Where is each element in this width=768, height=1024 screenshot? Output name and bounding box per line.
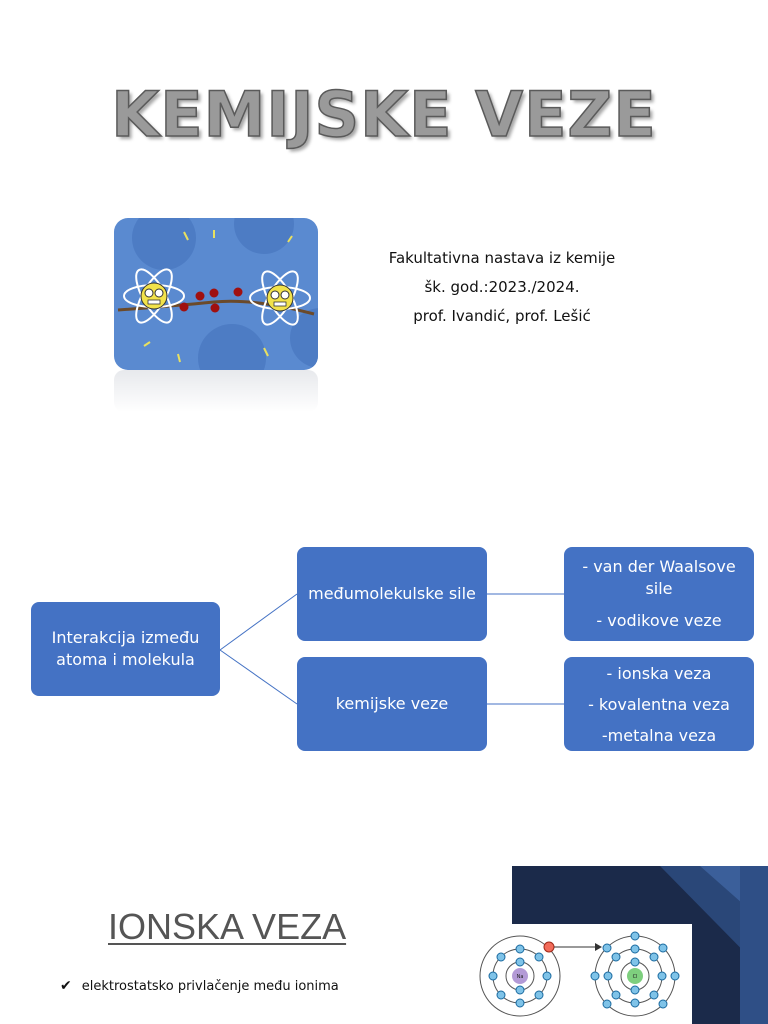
bullet-item: ✔ elektrostatsko privlačenje među ionima	[60, 978, 339, 994]
node-intermolecular-forces: međumolekulske sile	[297, 547, 487, 641]
credit-line-school-year: šk. god.:2023./2024.	[424, 278, 580, 296]
na-cl-electron-transfer-diagram: Na Cl	[470, 866, 768, 1024]
leaf-metallic-bond: -metalna veza	[601, 725, 717, 745]
leaf-hydrogen-bonds: - vodikove veze	[596, 611, 722, 630]
credit-line-teachers: prof. Ivandić, prof. Lešić	[413, 307, 591, 325]
tug-of-war-atoms-illustration	[114, 218, 318, 412]
check-icon: ✔	[60, 978, 72, 994]
ionic-bond-slide: IONSKA VEZA ✔ elektrostatsko privlačenje…	[0, 862, 768, 1024]
chemical-bonds-label: kemijske veze	[335, 694, 449, 713]
na-label: Na	[517, 974, 524, 980]
root-node-interactions: Interakcija između atoma i molekula	[31, 602, 220, 696]
intermolecular-label: međumolekulske sile	[308, 584, 476, 603]
leaf-van-der-waals-1: - van der Waalsove	[582, 557, 736, 576]
interactions-diagram-slide: Interakcija između atoma i molekula među…	[0, 470, 768, 800]
leaf-chemical-bond-types: - ionska veza - kovalentna veza -metalna…	[564, 657, 754, 751]
slide-title: KEMIJSKE VEZE	[110, 77, 657, 152]
course-credits: Fakultativna nastava iz kemije šk. god.:…	[360, 244, 644, 331]
connector-root-to-chemical	[219, 649, 298, 705]
root-line-2: atoma i molekula	[56, 650, 195, 669]
leaf-van-der-waals-2: sile	[645, 579, 673, 598]
cl-label: Cl	[633, 974, 638, 980]
diagram-connectors	[219, 593, 564, 705]
ionic-bond-title: IONSKA VEZA	[108, 906, 347, 947]
node-chemical-bonds: kemijske veze	[297, 657, 487, 751]
bullet-text: elektrostatsko privlačenje među ionima	[81, 978, 339, 994]
leaf-ionic-bond: - ionska veza	[606, 663, 712, 683]
connector-root-to-intermolecular	[219, 593, 298, 651]
credit-line-course: Fakultativna nastava iz kemije	[388, 249, 616, 267]
leaf-covalent-bond: - kovalentna veza	[588, 694, 730, 714]
root-line-1: Interakcija između	[51, 628, 200, 647]
title-slide: KEMIJSKE VEZE	[0, 0, 768, 440]
leaf-intermolecular-types: - van der Waalsove sile - vodikove veze	[564, 547, 754, 641]
